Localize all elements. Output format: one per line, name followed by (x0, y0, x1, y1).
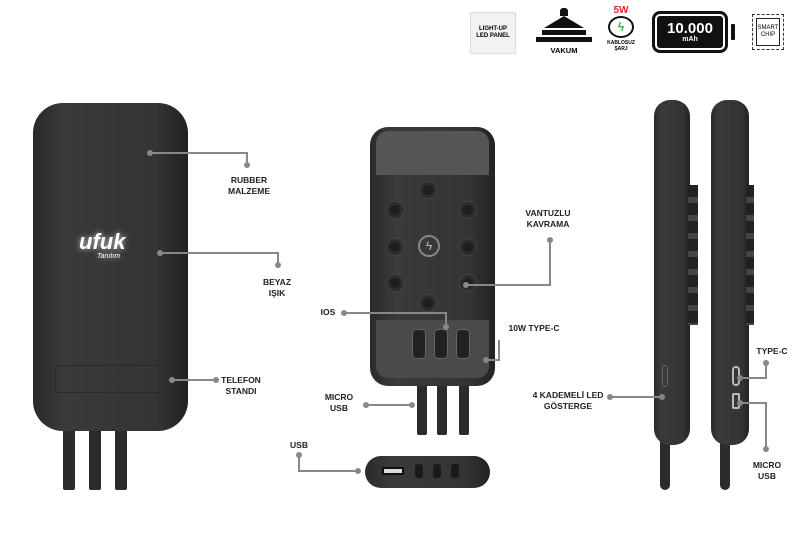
cable (63, 420, 75, 490)
suction-cup-icon (560, 8, 568, 16)
label-led-gosterge: 4 KADEMELİ LED GÖSTERGE (532, 390, 604, 411)
cable (115, 420, 127, 490)
cable (89, 420, 101, 490)
logo: ufuk Tanıtım (79, 229, 126, 261)
phone-stand (55, 365, 180, 393)
label-vantuzlu: VANTUZLU KAVRAMA (525, 208, 571, 229)
smart-chip-icon: SMART CHIP (752, 14, 784, 50)
powerbank-back: ϟ (370, 127, 495, 386)
label-telefon: TELEFON STANDI (221, 375, 261, 396)
feature-vakum: VAKUM (534, 8, 594, 55)
usb-port (382, 467, 404, 475)
battery-capacity-icon: 10.000 mAh (652, 11, 728, 53)
label-rubber: RUBBER MALZEME (227, 175, 271, 196)
label-ios: IOS (320, 307, 336, 317)
wireless-charge-icon: ϟ (608, 16, 634, 38)
powerbank-side-right (711, 100, 749, 445)
label-10w-type-c: 10W TYPE-C (508, 323, 560, 333)
label-type-c-side: TYPE-C (756, 346, 788, 356)
feature-led-panel: LIGHT-UP LED PANEL (470, 12, 516, 54)
powerbank-front: ufuk Tanıtım (33, 103, 188, 431)
label-usb: USB (290, 440, 308, 450)
label-beyaz: BEYAZ IŞIK (262, 277, 292, 298)
powerbank-bottom (365, 456, 490, 488)
label-micro-usb-mid: MICRO USB (324, 392, 354, 413)
led-indicator (662, 365, 668, 387)
feature-wireless: 5W ϟ KABLOSUZ ŞARJ (607, 5, 635, 53)
powerbank-side-left (654, 100, 690, 445)
label-micro-usb-side: MICRO USB (752, 460, 782, 481)
wireless-charge-icon: ϟ (418, 235, 440, 257)
